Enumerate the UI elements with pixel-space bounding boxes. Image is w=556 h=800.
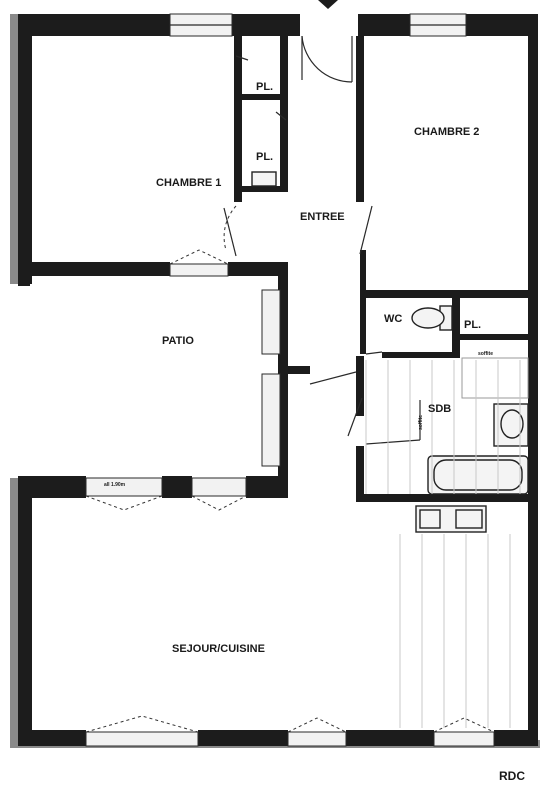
wall-closets-left [234,36,242,202]
label-sejour: SEJOUR/CUISINE [172,643,265,655]
room-labels: CHAMBRE 1 CHAMBRE 2 ENTREE PATIO SEJOUR/… [104,81,525,783]
label-entree: ENTREE [300,211,345,223]
left-wall-lower [18,478,32,746]
left-wall-hatch-upper [10,14,18,284]
left-wall-upper [18,14,32,284]
window-sejour-1 [85,731,199,747]
label-chambre2: CHAMBRE 2 [414,126,479,138]
top-windows [169,0,467,37]
top-wall-b [232,14,300,36]
wall-chambre1-bottom-a [18,262,170,276]
top-wall-c [358,14,410,36]
top-wall-d [466,14,536,36]
annotation-soffite-side: soffite [418,415,424,430]
annotation-allege: all 1.90m [104,482,126,488]
wall-sdb-bottom [356,494,536,502]
bottom-wall-b [198,730,288,746]
bottom-wall-d [494,730,538,746]
wall-closets-mid [234,94,288,100]
wall-wc-left [360,296,366,354]
label-sdb: SDB [428,403,451,415]
wall-chambre2-left [356,36,364,202]
wall-wc-bottom [382,352,460,358]
annotation-soffite-top: soffite [478,351,493,357]
window-patio-sejour-b [191,477,247,497]
wall-patio-top-left [18,280,30,286]
window-sejour-2 [287,731,347,747]
label-patio: PATIO [162,335,194,347]
wall-closets-right [280,36,288,188]
window-entree-patio-lower [261,373,281,467]
label-pl-3: PL. [464,319,481,331]
wall-patio-bottom-c [246,476,288,498]
wall-sdb-left-upper [356,356,364,416]
window-chambre1-patio [169,263,229,277]
wall-wc-right [452,296,460,358]
wall-patio-right [278,262,288,492]
wall-pl-bottom [460,334,536,340]
window-patio-sejour-a [85,477,163,497]
kitchen-floor-tiles [365,360,521,728]
label-wc: WC [384,313,402,325]
left-wall-hatch-lower [10,478,18,748]
exterior-walls [10,14,540,748]
window-sejour-3 [433,731,495,747]
wall-chambre2-left-low [360,250,366,296]
soffite-strip [461,357,529,399]
wall-sdb-left-lower [356,446,364,500]
right-wall [528,14,538,744]
wall-patio-bottom-b [162,476,192,498]
wall-chambre1-bottom-b [228,262,286,276]
top-wall-a [18,14,170,36]
label-chambre1: CHAMBRE 1 [156,177,221,189]
toilet-bowl-icon [411,307,445,329]
fixtures [251,171,529,533]
label-pl-1: PL. [256,81,273,93]
interior-walls [18,36,536,502]
wall-closets-bottom [234,186,288,192]
doors [223,35,421,445]
bottom-wall-c [346,730,434,746]
level-label: RDC [499,769,525,783]
patio-windows [85,249,281,511]
window-entree-patio-upper [261,289,281,355]
meter-box-icon [251,171,277,187]
wall-chambre2-bottom [360,290,536,298]
bottom-windows [85,715,495,747]
entry-arrow-icon [318,0,338,9]
wall-entree-stub [286,366,310,374]
wall-patio-bottom-a [18,476,86,498]
label-pl-2: PL. [256,151,273,163]
bottom-wall-a [18,730,86,746]
